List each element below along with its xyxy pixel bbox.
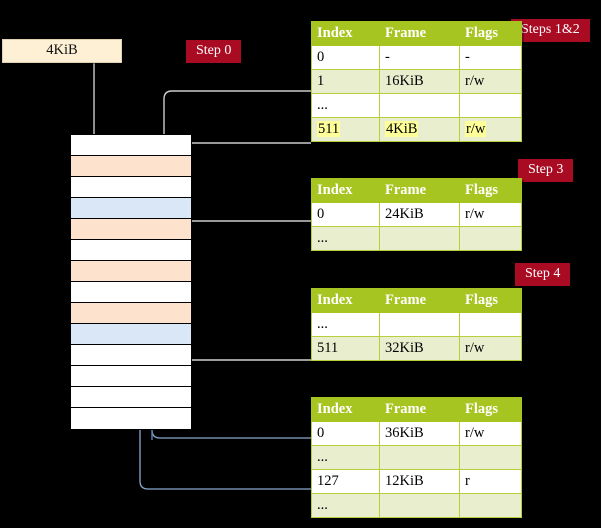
cell-flags <box>459 93 522 118</box>
column-header-flags: Flags <box>459 397 522 422</box>
wire-table2-row0-to-memory <box>176 220 311 263</box>
cell-frame <box>379 493 460 518</box>
cell-frame: 24KiB <box>379 202 460 227</box>
badge-step-0-label: Step 0 <box>196 43 232 58</box>
column-header-frame: Frame <box>379 178 460 203</box>
cell-frame: 16KiB <box>379 69 460 94</box>
cell-frame <box>379 445 460 470</box>
badge-step-4-label: Step 4 <box>525 266 561 281</box>
cell-flags <box>459 226 522 251</box>
cell-index: 1 <box>311 69 380 94</box>
physical-memory-column <box>70 134 192 430</box>
badge-step-3-label: Step 3 <box>528 162 564 177</box>
highlighted-value: 4KiB <box>385 121 419 137</box>
memory-frame <box>71 345 191 366</box>
column-header-frame: Frame <box>379 21 460 46</box>
cell-index: 0 <box>311 45 380 70</box>
badge-steps-1-2: Steps 1&2 <box>511 19 590 42</box>
memory-frame <box>71 366 191 387</box>
cell-flags <box>459 312 522 337</box>
memory-frame <box>71 261 191 282</box>
cell-index: 0 <box>311 202 380 227</box>
cell-frame: - <box>379 45 460 70</box>
memory-frame <box>71 198 191 219</box>
cell-frame <box>379 93 460 118</box>
column-header-index: Index <box>311 288 380 313</box>
column-header-frame: Frame <box>379 397 460 422</box>
memory-frame <box>71 219 191 240</box>
cell-flags: r/w <box>459 69 522 94</box>
memory-frame <box>71 324 191 345</box>
cell-index: ... <box>311 312 380 337</box>
cell-index: ... <box>311 493 380 518</box>
memory-frame <box>71 282 191 303</box>
cell-frame: 36KiB <box>379 421 460 446</box>
cell-frame: 32KiB <box>379 336 460 361</box>
cell-index: 511 <box>311 117 380 142</box>
cell-flags <box>459 493 522 518</box>
cell-frame <box>379 312 460 337</box>
cell-frame <box>379 226 460 251</box>
table-row: ... <box>311 445 522 470</box>
badge-steps-1-2-label: Steps 1&2 <box>521 22 580 37</box>
table-row: ... <box>311 493 522 518</box>
badge-step-4: Step 4 <box>515 263 571 286</box>
badge-step-0: Step 0 <box>186 40 242 63</box>
cell-index: ... <box>311 445 380 470</box>
column-header-frame: Frame <box>379 288 460 313</box>
cell-frame: 4KiB <box>379 117 460 142</box>
column-header-flags: Flags <box>459 21 522 46</box>
cell-index: ... <box>311 226 380 251</box>
badge-step-3: Step 3 <box>518 159 574 182</box>
cell-index: 511 <box>311 336 380 361</box>
cell-flags: r/w <box>459 336 522 361</box>
source-page-box: 4KiB <box>2 39 122 63</box>
cell-index: 127 <box>311 469 380 494</box>
column-header-index: Index <box>311 21 380 46</box>
column-header-index: Index <box>311 397 380 422</box>
cell-index: 0 <box>311 421 380 446</box>
column-header-flags: Flags <box>459 178 522 203</box>
cell-flags: r/w <box>459 117 522 142</box>
memory-frame <box>71 156 191 177</box>
highlighted-value: r/w <box>465 121 487 137</box>
cell-flags: - <box>459 45 522 70</box>
column-header-flags: Flags <box>459 288 522 313</box>
highlighted-value: 511 <box>317 121 341 137</box>
memory-frame <box>71 408 191 429</box>
memory-frame <box>71 303 191 324</box>
table-row: ... <box>311 93 522 118</box>
memory-frame <box>71 387 191 408</box>
cell-flags: r <box>459 469 522 494</box>
cell-flags <box>459 445 522 470</box>
cell-frame: 12KiB <box>379 469 460 494</box>
table-row: 511 4KiB r/w <box>311 117 522 142</box>
wire-table3-row511-to-memory <box>173 313 311 361</box>
table-row: 0-- <box>311 45 522 70</box>
cell-index: ... <box>311 93 380 118</box>
source-page-label: 4KiB <box>46 42 78 58</box>
cell-flags: r/w <box>459 421 522 446</box>
column-header-index: Index <box>311 178 380 203</box>
table-row: ... <box>311 226 522 251</box>
cell-flags: r/w <box>459 202 522 227</box>
memory-frame <box>71 135 191 156</box>
table-row: ... <box>311 312 522 337</box>
memory-frame <box>71 177 191 198</box>
memory-frame <box>71 240 191 261</box>
